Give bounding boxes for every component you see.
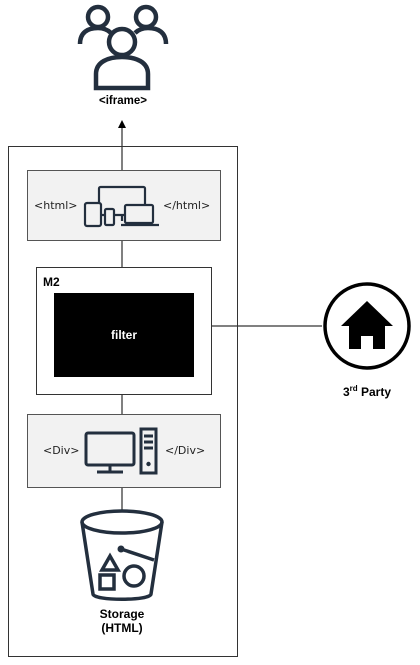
- div-box: [27, 414, 221, 488]
- storage-bucket-icon: [80, 509, 164, 601]
- storage-label: Storage (HTML): [76, 607, 168, 635]
- div-close-tag: </Div>: [165, 444, 206, 457]
- html-open-tag: <html>: [34, 199, 78, 212]
- filter-label: filter: [110, 328, 137, 342]
- multi-device-icon: [83, 185, 159, 228]
- storage-label-line1: Storage: [99, 607, 145, 621]
- third-party-label: 3rd Party: [322, 382, 412, 399]
- html-box: [27, 170, 221, 241]
- third-party-label-rest: Party: [357, 385, 392, 399]
- users-group-icon: [77, 4, 169, 91]
- html-close-tag: </html>: [163, 199, 211, 212]
- div-open-tag: <Div>: [43, 444, 80, 457]
- desktop-computer-icon: [84, 427, 158, 475]
- third-party-label-main: 3: [342, 385, 350, 399]
- filter-box: filter: [54, 293, 194, 377]
- iframe-label: <iframe>: [99, 95, 147, 107]
- home-icon: [323, 282, 411, 370]
- outer-container: [8, 146, 238, 657]
- m2-title: M2: [43, 275, 60, 289]
- third-party-label-sup: rd: [349, 384, 358, 393]
- storage-label-line2: (HTML): [101, 621, 143, 635]
